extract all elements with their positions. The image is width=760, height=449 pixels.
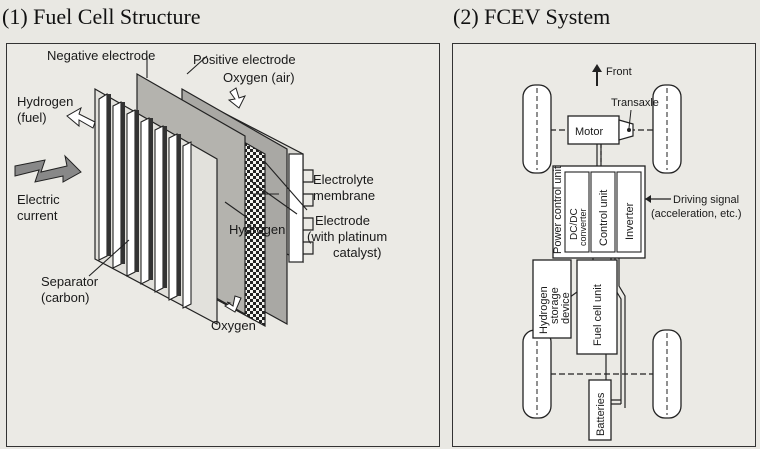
electrode-label: Electrode xyxy=(315,213,370,228)
fcev-diagram: Front Motor Transaxle Power control unit… xyxy=(522,64,741,441)
transaxle-label: Transaxle xyxy=(611,97,659,109)
fcev-system-title: (2) FCEV System xyxy=(453,4,611,29)
fuel-cell-unit-box xyxy=(576,259,618,355)
separator-label: Separator xyxy=(41,274,99,289)
motor-label: Motor xyxy=(575,126,603,138)
hydrogen-storage-sub-label: storage xyxy=(549,287,561,324)
hydrogen-storage-label: Hydrogen xyxy=(538,286,550,334)
front-arrow-head-icon xyxy=(592,64,602,72)
oxygen-out-arrow-icon xyxy=(224,295,242,313)
front-label: Front xyxy=(606,66,632,78)
dcdc-label: DC/DC xyxy=(569,208,580,240)
inverter-label: Inverter xyxy=(624,202,636,240)
hydrogen-fuel-label: Hydrogen xyxy=(17,94,73,109)
driving-signal-sub-label: (acceleration, etc.) xyxy=(651,208,741,220)
negative-electrode-label: Negative electrode xyxy=(47,48,155,63)
electric-current-arrow-icon xyxy=(14,154,82,183)
batteries-label: Batteries xyxy=(595,392,607,436)
electrolyte-label: Electrolyte xyxy=(313,172,374,187)
hydrogen-arrow-icon xyxy=(66,106,96,129)
electric-current-label: Electric xyxy=(17,192,60,207)
electrode-catalyst-label: catalyst) xyxy=(333,245,381,260)
hydrogen-fuel-sub-label: (fuel) xyxy=(17,110,47,125)
fuel-cell-unit-label: Fuel cell unit xyxy=(592,284,604,346)
electrode-sub-label: (with platinum xyxy=(307,229,387,244)
hydrogen-storage-box xyxy=(532,259,572,339)
fuel-cell-structure-title: (1) Fuel Cell Structure xyxy=(2,4,201,29)
separator-left xyxy=(94,87,218,325)
oxygen-out-label: Oxygen xyxy=(211,318,256,333)
fuel-cell-diagram: Negative electrode Positive electrode Ox… xyxy=(14,48,387,333)
oxygen-in-arrow-icon xyxy=(227,87,246,109)
driving-signal-arrow-icon xyxy=(645,195,651,203)
dcdc-converter-label: converter xyxy=(578,208,588,246)
fuel-cell-structure-panel: Negative electrode Positive electrode Ox… xyxy=(6,43,440,447)
batteries-box xyxy=(588,379,612,441)
fcev-system-panel: Front Motor Transaxle Power control unit… xyxy=(452,43,756,447)
hydrogen-storage-device-label: device xyxy=(560,292,572,324)
driving-signal-label: Driving signal xyxy=(673,194,739,206)
hydrogen-inner-label: Hydrogen xyxy=(229,222,285,237)
separator-sub-label: (carbon) xyxy=(41,290,89,305)
positive-electrode-label: Positive electrode xyxy=(193,52,296,67)
oxygen-air-label: Oxygen (air) xyxy=(223,70,295,85)
control-unit-label: Control unit xyxy=(598,190,610,246)
electrolyte-sub-label: membrane xyxy=(313,188,375,203)
power-control-unit-label: Power control unit xyxy=(552,166,564,254)
electric-current-sub-label: current xyxy=(17,208,58,223)
power-control-unit xyxy=(552,165,646,259)
